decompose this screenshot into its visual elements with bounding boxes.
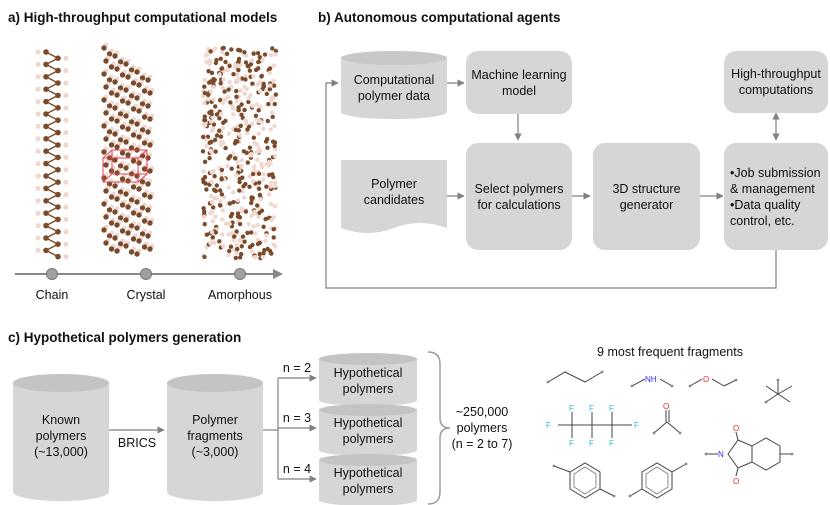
fragment-ether [688, 378, 738, 388]
fragments-cylinder [167, 374, 263, 501]
axis-label-crystal: Crystal [126, 288, 166, 302]
svg-text:F: F [609, 439, 614, 448]
unit-cell-box [102, 149, 148, 183]
candidates-label: Polymer candidates [363, 177, 425, 207]
ht-computations-label: High-throughput computations [731, 67, 821, 97]
known-polymers-label: Known polymers (~13,000) [34, 413, 88, 459]
panel-a-axis-arrowhead [273, 269, 283, 279]
ht-computations-box: High-throughput computations [724, 51, 828, 113]
svg-text:F: F [569, 404, 574, 413]
fragment-perfluoro-chain [558, 412, 632, 438]
crystal-model-image [101, 42, 155, 257]
fragment-phthalimide [704, 431, 794, 477]
select-polymers-box: Select polymers for calculations [466, 143, 572, 250]
axis-label-chain: Chain [35, 288, 69, 302]
comp-data-label: Computational polymer data [353, 73, 435, 103]
fragment-carbonyl [652, 410, 682, 435]
hypothetical-cylinder-n2 [319, 353, 417, 406]
fragment-quaternary-carbon [764, 378, 793, 404]
axis-marker-crystal [140, 268, 152, 280]
fragment-meta-phenylene [628, 462, 688, 499]
panel-c-title: c) Hypothetical polymers generation [8, 330, 242, 345]
fragment-atom-o-bottom: O [733, 477, 739, 486]
grouping-brace [427, 351, 451, 505]
svg-text:F: F [589, 439, 594, 448]
panel-b-title: b) Autonomous computational agents [318, 10, 561, 25]
hypothetical-label-n3: Hypothetical polymers [333, 416, 403, 446]
fragment-propyl [546, 370, 604, 384]
ml-model-box: Machine learning model [466, 51, 572, 114]
axis-marker-amorphous [234, 268, 246, 280]
fragment-atom-o-carbonyl: O [663, 402, 669, 411]
chain-model-image [35, 49, 69, 260]
fragment-para-phenylene [552, 462, 616, 499]
hypothetical-cylinder-n3 [319, 404, 417, 456]
fragments-label: Polymer fragments (~3,000) [187, 413, 243, 459]
fragment-fluorine-atoms: F F F F F F F F [546, 404, 639, 448]
fragment-atom-n: N [718, 450, 724, 459]
svg-text:F: F [546, 421, 551, 430]
select-polymers-label: Select polymers for calculations [474, 181, 564, 212]
job-management-box: •Job submission & management •Data quali… [724, 143, 828, 250]
structure-generator-label: 3D structure generator [612, 181, 681, 212]
svg-text:F: F [634, 421, 639, 430]
job-management-label: •Job submission & management •Data quali… [730, 165, 821, 228]
panel-a-title: a) High-throughput computational models [8, 10, 278, 25]
axis-label-amorphous: Amorphous [208, 288, 272, 302]
hypothetical-cylinder-n4 [319, 454, 417, 505]
svg-text:F: F [569, 439, 574, 448]
fragments-title: 9 most frequent fragments [597, 345, 743, 359]
amorphous-model-image [200, 45, 279, 261]
fragment-atom-nh: NH [645, 375, 657, 384]
total-polymers-label: ~250,000 polymers (n = 2 to 7) [451, 405, 513, 451]
fragment-atom-o-ether: O [703, 375, 709, 384]
comp-data-cylinder [341, 51, 447, 119]
hypothetical-label-n4: Hypothetical polymers [333, 466, 403, 496]
branch-n3-label: n = 3 [282, 411, 312, 425]
ml-model-label: Machine learning model [471, 67, 567, 98]
hypothetical-label-n2: Hypothetical polymers [333, 366, 403, 396]
brics-label: BRICS [117, 436, 157, 450]
axis-marker-chain [46, 268, 58, 280]
branch-n2-label: n = 2 [282, 361, 312, 375]
arrow-feedback-loop [325, 79, 777, 289]
svg-text:F: F [589, 404, 594, 413]
branch-n4-label: n = 4 [282, 462, 312, 476]
svg-text:F: F [609, 404, 614, 413]
candidates-document [341, 160, 447, 233]
fragment-amine [630, 378, 674, 388]
fragment-atom-o-top: O [733, 424, 739, 433]
structure-generator-box: 3D structure generator [593, 143, 700, 250]
known-polymers-cylinder [13, 374, 109, 501]
